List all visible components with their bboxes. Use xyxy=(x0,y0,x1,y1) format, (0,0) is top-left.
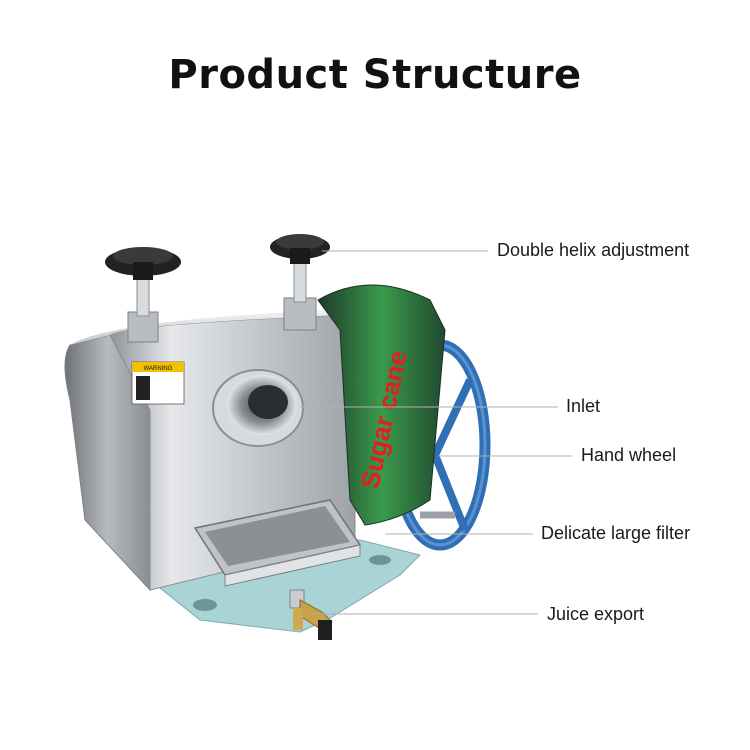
knob-right xyxy=(270,234,330,331)
knob-left xyxy=(105,247,181,343)
leader-lines xyxy=(300,250,572,615)
warning-label: WARNING xyxy=(144,366,173,372)
callout-double-helix-adjustment: Double helix adjustment xyxy=(497,240,690,260)
page-title: Product Structure xyxy=(168,52,582,98)
callout-filter: Delicate large filter xyxy=(541,523,691,543)
sugar-cane-band: Sugar cane xyxy=(317,284,446,526)
inlet xyxy=(212,369,304,447)
callout-inlet: Inlet xyxy=(566,396,601,416)
filter-drawer xyxy=(193,499,362,587)
juice-spout xyxy=(289,589,333,640)
callout-juice-export: Juice export xyxy=(547,604,645,624)
callout-hand-wheel: Hand wheel xyxy=(581,445,677,465)
